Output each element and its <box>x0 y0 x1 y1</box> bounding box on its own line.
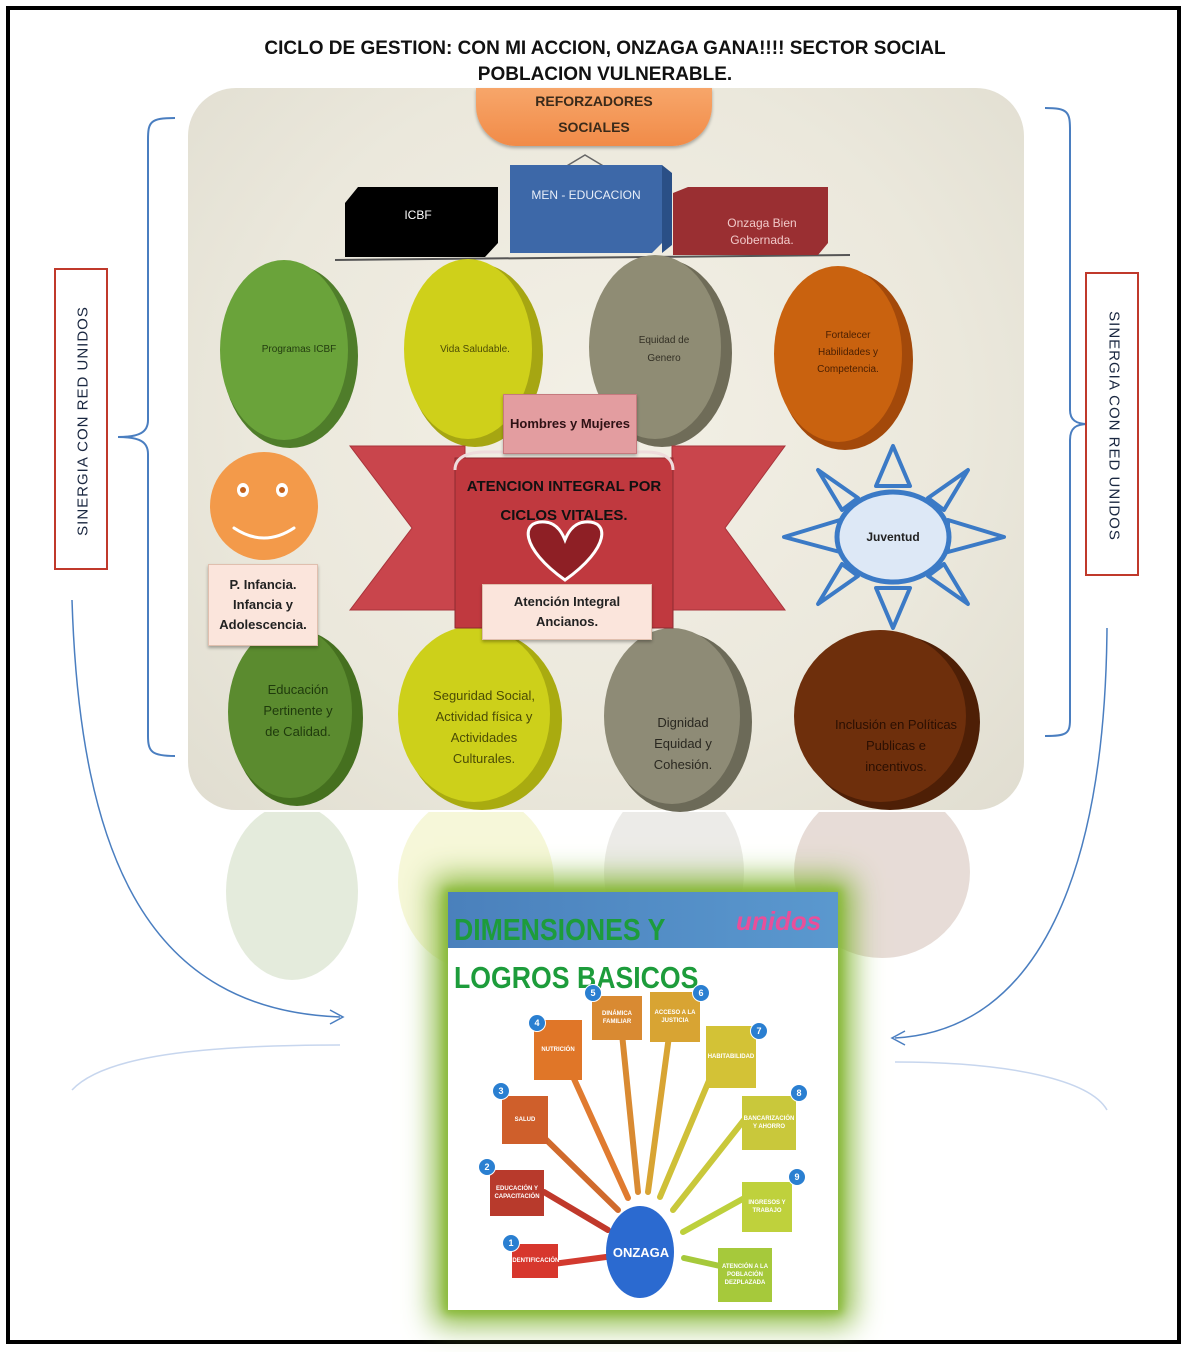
page-title: CICLO DE GESTION: CON MI ACCION, ONZAGA … <box>150 36 1060 88</box>
num-7: 7 <box>750 1022 768 1040</box>
page-frame <box>6 6 1181 1344</box>
num-3: 3 <box>492 1082 510 1100</box>
right-curve-arrow <box>894 627 1108 1039</box>
num-4: 4 <box>528 1014 546 1032</box>
num-9: 9 <box>788 1168 806 1186</box>
node-habitabilidad: HABITABILIDAD <box>706 1026 756 1088</box>
reforzadores-box <box>476 88 712 146</box>
onzaga-label: Onzaga Bien Gobernada. <box>727 216 797 247</box>
label-inclusion: Inclusión en Políticas Publicas e incent… <box>834 716 958 774</box>
num-5: 5 <box>584 984 602 1002</box>
left-curve-arrow <box>71 599 341 1018</box>
unidos-logo: unidos <box>736 906 822 936</box>
banner-label: ATENCION INTEGRAL POR CICLOS VITALES. <box>466 478 662 524</box>
onzaga-center-node <box>606 1206 674 1298</box>
node-educacion: EDUCACIÓN Y CAPACITACIÓN <box>490 1170 544 1216</box>
title-line-1: CICLO DE GESTION: CON MI ACCION, ONZAGA … <box>264 38 946 59</box>
num-6: 6 <box>692 984 710 1002</box>
right-curve-reflection <box>894 1061 1108 1111</box>
juventud-label: Juventud <box>866 530 920 544</box>
label-educacion: Educación Pertinente y de Calidad. <box>263 681 333 739</box>
circle-inclusion <box>794 630 966 802</box>
reforzadores-line-2: SOCIALES <box>558 119 630 135</box>
smiley-icon <box>210 452 318 560</box>
label-programas-icbf: Programas ICBF <box>261 344 337 355</box>
photo-title-line-2: LOGROS BASICOS <box>454 960 699 995</box>
label-vida-saludable: Vida Saludable. <box>440 344 510 355</box>
title-line-2: POBLACION VULNERABLE. <box>477 64 733 85</box>
photo-header-band <box>448 892 838 948</box>
infancia-box: P. Infancia. Infancia y Adolescencia. <box>208 564 318 646</box>
photo-title: DIMENSIONES Y LOGROS BASICOS <box>454 906 698 1002</box>
icbf-block <box>345 187 498 257</box>
left-side-label-box: SINERGIA CON RED UNIDOS <box>54 268 108 570</box>
label-seguridad-social: Seguridad Social, Actividad física y Act… <box>433 688 535 766</box>
right-arrowhead <box>890 1030 906 1046</box>
left-brace <box>117 117 176 757</box>
photo-title-line-1: DIMENSIONES Y <box>454 912 666 947</box>
hombres-mujeres-box: Hombres y Mujeres <box>503 394 637 454</box>
circle-programas-icbf <box>220 260 348 440</box>
node-salud: SALUD <box>502 1096 548 1144</box>
circle-educacion <box>228 626 352 798</box>
num-2: 2 <box>478 1158 496 1176</box>
left-curve-reflection <box>71 1044 341 1091</box>
banner-left-tail <box>348 445 466 611</box>
node-justicia: ACCESO A LA JUSTICIA <box>650 992 700 1042</box>
circle-equidad-genero <box>589 255 721 439</box>
men-label: MEN - EDUCACION <box>531 188 641 202</box>
circle-vida-saludable <box>404 259 532 439</box>
ancianos-box: Atención Integral Ancianos. <box>482 584 652 640</box>
num-1: 1 <box>502 1234 520 1252</box>
onzaga-block <box>673 187 828 255</box>
icbf-label: ICBF <box>404 208 432 222</box>
heart-icon <box>526 520 604 582</box>
reforzadores-label: REFORZADORES SOCIALES <box>476 88 712 140</box>
onzaga-center-label: ONZAGA <box>612 1244 670 1260</box>
node-ingresos: INGRESOS Y TRABAJO <box>742 1182 792 1232</box>
dimensiones-photo: DIMENSIONES Y LOGROS BASICOS unidos ONZA… <box>448 892 838 1310</box>
left-arrowhead <box>329 1009 345 1025</box>
node-identificacion: IDENTIFICACIÓN <box>511 1244 559 1278</box>
institutions-graphic <box>334 154 851 261</box>
men-block <box>510 165 662 253</box>
label-dignidad: Dignidad Equidad y Cohesión. <box>653 714 713 772</box>
label-equidad-genero: Equidad de Genero <box>638 335 690 364</box>
label-fortalecer: Fortalecer Habilidades y Competencia. <box>817 329 879 375</box>
circle-fortalecer <box>774 266 902 442</box>
reforzadores-line-1: REFORZADORES <box>535 93 653 109</box>
node-dinamica: DINÁMICA FAMILIAR <box>592 996 642 1040</box>
circle-dignidad <box>604 628 740 804</box>
banner-right-tail <box>671 445 786 611</box>
node-poblacion-desplazada: ATENCIÓN A LA POBLACIÓN DEZPLAZADA <box>718 1248 772 1302</box>
right-side-label-box: SINERGIA CON RED UNIDOS <box>1085 272 1139 576</box>
num-8: 8 <box>790 1084 808 1102</box>
node-bancarizacion: BANCARIZACIÓN Y AHORRO <box>742 1096 796 1150</box>
circle-seguridad-social <box>398 626 550 802</box>
